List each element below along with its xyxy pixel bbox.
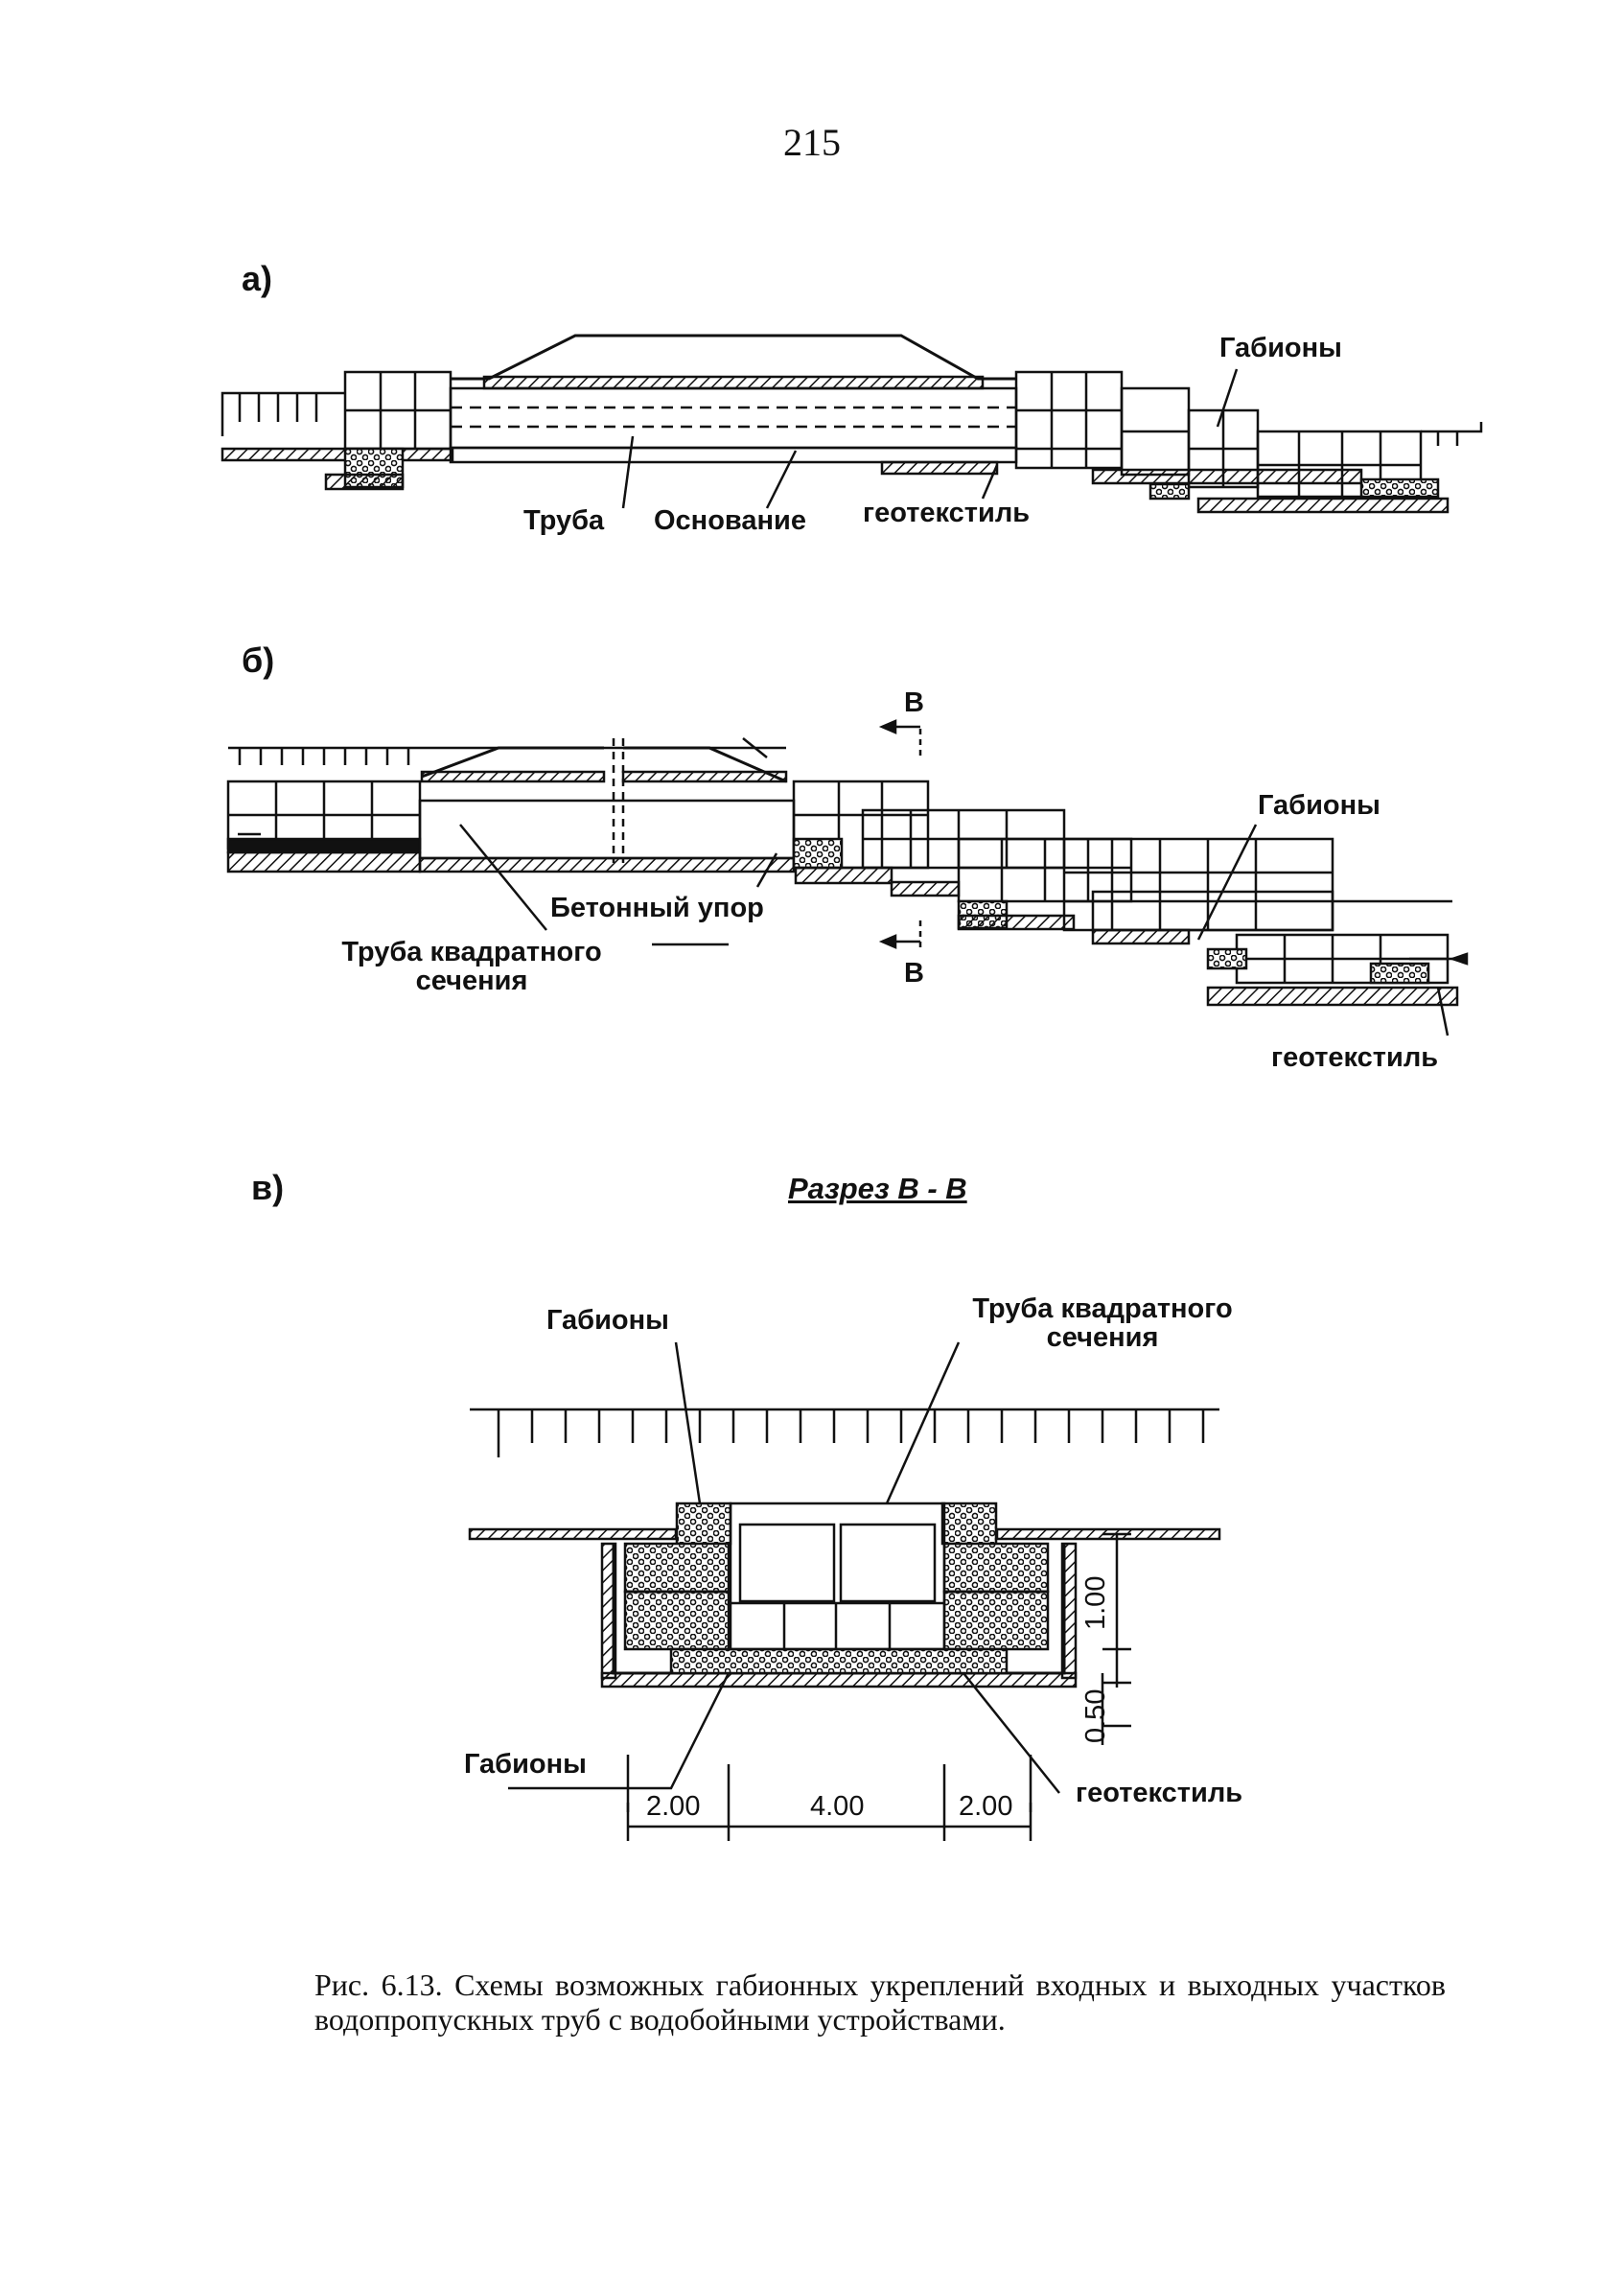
page-number: 215: [783, 121, 841, 164]
dim-height-upper: 1.00: [1080, 1575, 1111, 1630]
panel-c-drawing: [468, 1341, 1221, 1841]
dim-height-lower: 0.50: [1080, 1688, 1111, 1743]
dim-left: 2.00: [646, 1791, 701, 1822]
panel-b-label-square-pipe-line2: сечения: [415, 966, 528, 996]
panel-b-letter: б): [242, 640, 275, 680]
panel-a-label-base: Основание: [654, 505, 806, 536]
panel-b-section-mark-bottom: В: [904, 958, 924, 989]
panel-c-label-gabions-top: Габионы: [546, 1305, 669, 1336]
panel-c-label-square-pipe-line1: Труба квадратного: [972, 1293, 1233, 1324]
panel-c-label-square-pipe-line2: сечения: [1046, 1322, 1159, 1353]
panel-c-letter: в): [251, 1168, 285, 1207]
panel-b-label-square-pipe-line1: Труба квадратного: [341, 937, 602, 967]
panel-c-label-gabions-bottom: Габионы: [464, 1749, 587, 1780]
panel-a-label-pipe: Труба: [523, 505, 605, 536]
figure-caption: Рис. 6.13. Схемы возможных габионных укр…: [314, 1968, 1446, 2037]
panel-a-drawing: [220, 334, 1483, 514]
panel-b-section-mark-top: В: [904, 687, 924, 718]
panel-b-drawing: [226, 719, 1469, 1036]
panel-a-letter: а): [242, 259, 273, 298]
panel-b-label-gabions: Габионы: [1258, 790, 1380, 821]
panel-a-label-gabions: Габионы: [1219, 333, 1342, 363]
panel-b-label-geotextile: геотекстиль: [1271, 1042, 1439, 1073]
section-title: Разрез В - В: [788, 1172, 967, 1205]
panel-c-label-geotextile: геотекстиль: [1076, 1778, 1243, 1808]
dim-right: 2.00: [959, 1791, 1013, 1822]
dim-middle: 4.00: [810, 1791, 865, 1822]
panel-b-label-concrete-stop: Бетонный упор: [550, 893, 764, 923]
panel-a-label-geotextile: геотекстиль: [863, 498, 1031, 528]
